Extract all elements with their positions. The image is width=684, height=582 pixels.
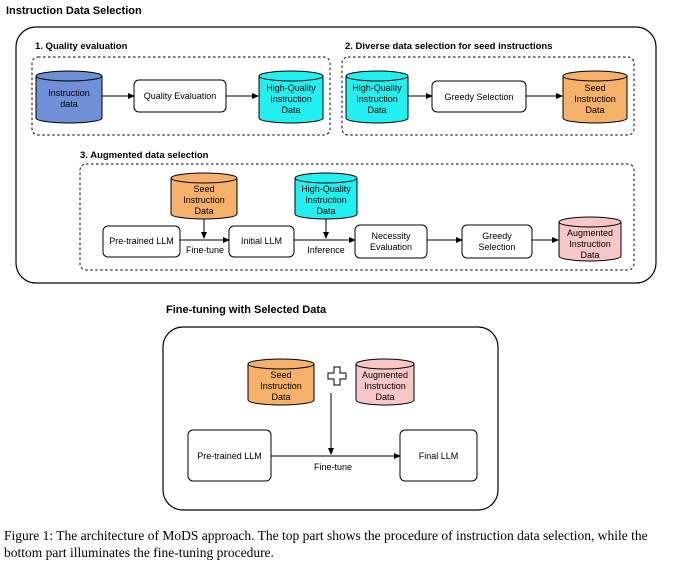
db-label-line: Instruction — [270, 94, 312, 104]
stage-1-title: 1. Quality evaluation — [35, 41, 128, 52]
db-label-line: High-Quality — [266, 83, 316, 93]
stage-2-title: 2. Diverse data selection for seed instr… — [345, 41, 553, 52]
db-label-line: Instruction — [574, 94, 616, 104]
selection-frame — [15, 26, 657, 284]
db-label-line: Instruction — [356, 94, 398, 104]
initial-llm-label: Initial LLM — [241, 236, 282, 246]
initial-llm-box — [228, 225, 295, 258]
db-label-line: Instruction — [305, 195, 347, 205]
db-label-line: High-Quality — [301, 184, 351, 194]
db-label-line: Data — [194, 206, 213, 216]
top-section-title: Instruction Data Selection — [6, 5, 142, 17]
necessity-label-line: Evaluation — [370, 242, 412, 252]
pretrained-llm-label: Pre-trained LLM — [197, 451, 262, 461]
db-label-line: Augmented — [567, 228, 613, 238]
db-label-line: Seed — [270, 370, 291, 380]
db-label-line: Instruction — [364, 381, 406, 391]
db-label-line: Instruction — [48, 88, 90, 98]
figure-caption: Figure 1: The architecture of MoDS appro… — [4, 528, 648, 560]
greedy-selection-box — [461, 224, 533, 259]
necessity-label-line: Necessity — [371, 231, 411, 241]
greedy-label-line: Selection — [478, 242, 515, 252]
db-label-line: Data — [585, 105, 604, 115]
db-label-line: Instruction — [183, 195, 225, 205]
stage-3-title: 3. Augmented data selection — [80, 150, 209, 161]
pretrained-llm-box — [102, 225, 181, 258]
final-llm-box — [399, 429, 478, 482]
db-label-line: Seed — [193, 184, 214, 194]
greedy-label-line: Greedy — [482, 231, 512, 241]
final-llm-label: Final LLM — [419, 451, 459, 461]
quality-evaluation-label: Quality Evaluation — [144, 91, 217, 101]
db-label-line: Data — [316, 206, 335, 216]
db-label-line: Seed — [584, 83, 605, 93]
db-label-line: Data — [367, 105, 386, 115]
db-label-line: data — [60, 99, 78, 109]
finetune-label: Fine-tune — [186, 245, 224, 255]
bottom-section-title: Fine-tuning with Selected Data — [166, 304, 327, 316]
pretrained-llm-label: Pre-trained LLM — [109, 236, 174, 246]
db-label-line: Data — [580, 250, 599, 260]
db-label-line: Instruction — [569, 239, 611, 249]
db-label-line: Instruction — [260, 381, 302, 391]
db-label-line: Data — [281, 105, 300, 115]
db-label-line: High-Quality — [352, 83, 402, 93]
db-label-line: Augmented — [362, 370, 408, 380]
finetuning-frame — [162, 326, 499, 511]
db-label-line: Data — [375, 392, 394, 402]
db-label-line: Data — [271, 392, 290, 402]
finetune-label: Fine-tune — [314, 462, 352, 472]
stage-3-dashed-box — [79, 163, 635, 271]
necessity-evaluation-box — [354, 224, 428, 259]
stage-2-diverse-selection: 2. Diverse data selection for seed instr… — [341, 41, 635, 136]
inference-label: Inference — [307, 245, 345, 255]
plus-icon — [327, 366, 347, 386]
stage-2-dashed-box — [341, 56, 635, 136]
greedy-selection-label: Greedy Selection — [444, 92, 513, 102]
